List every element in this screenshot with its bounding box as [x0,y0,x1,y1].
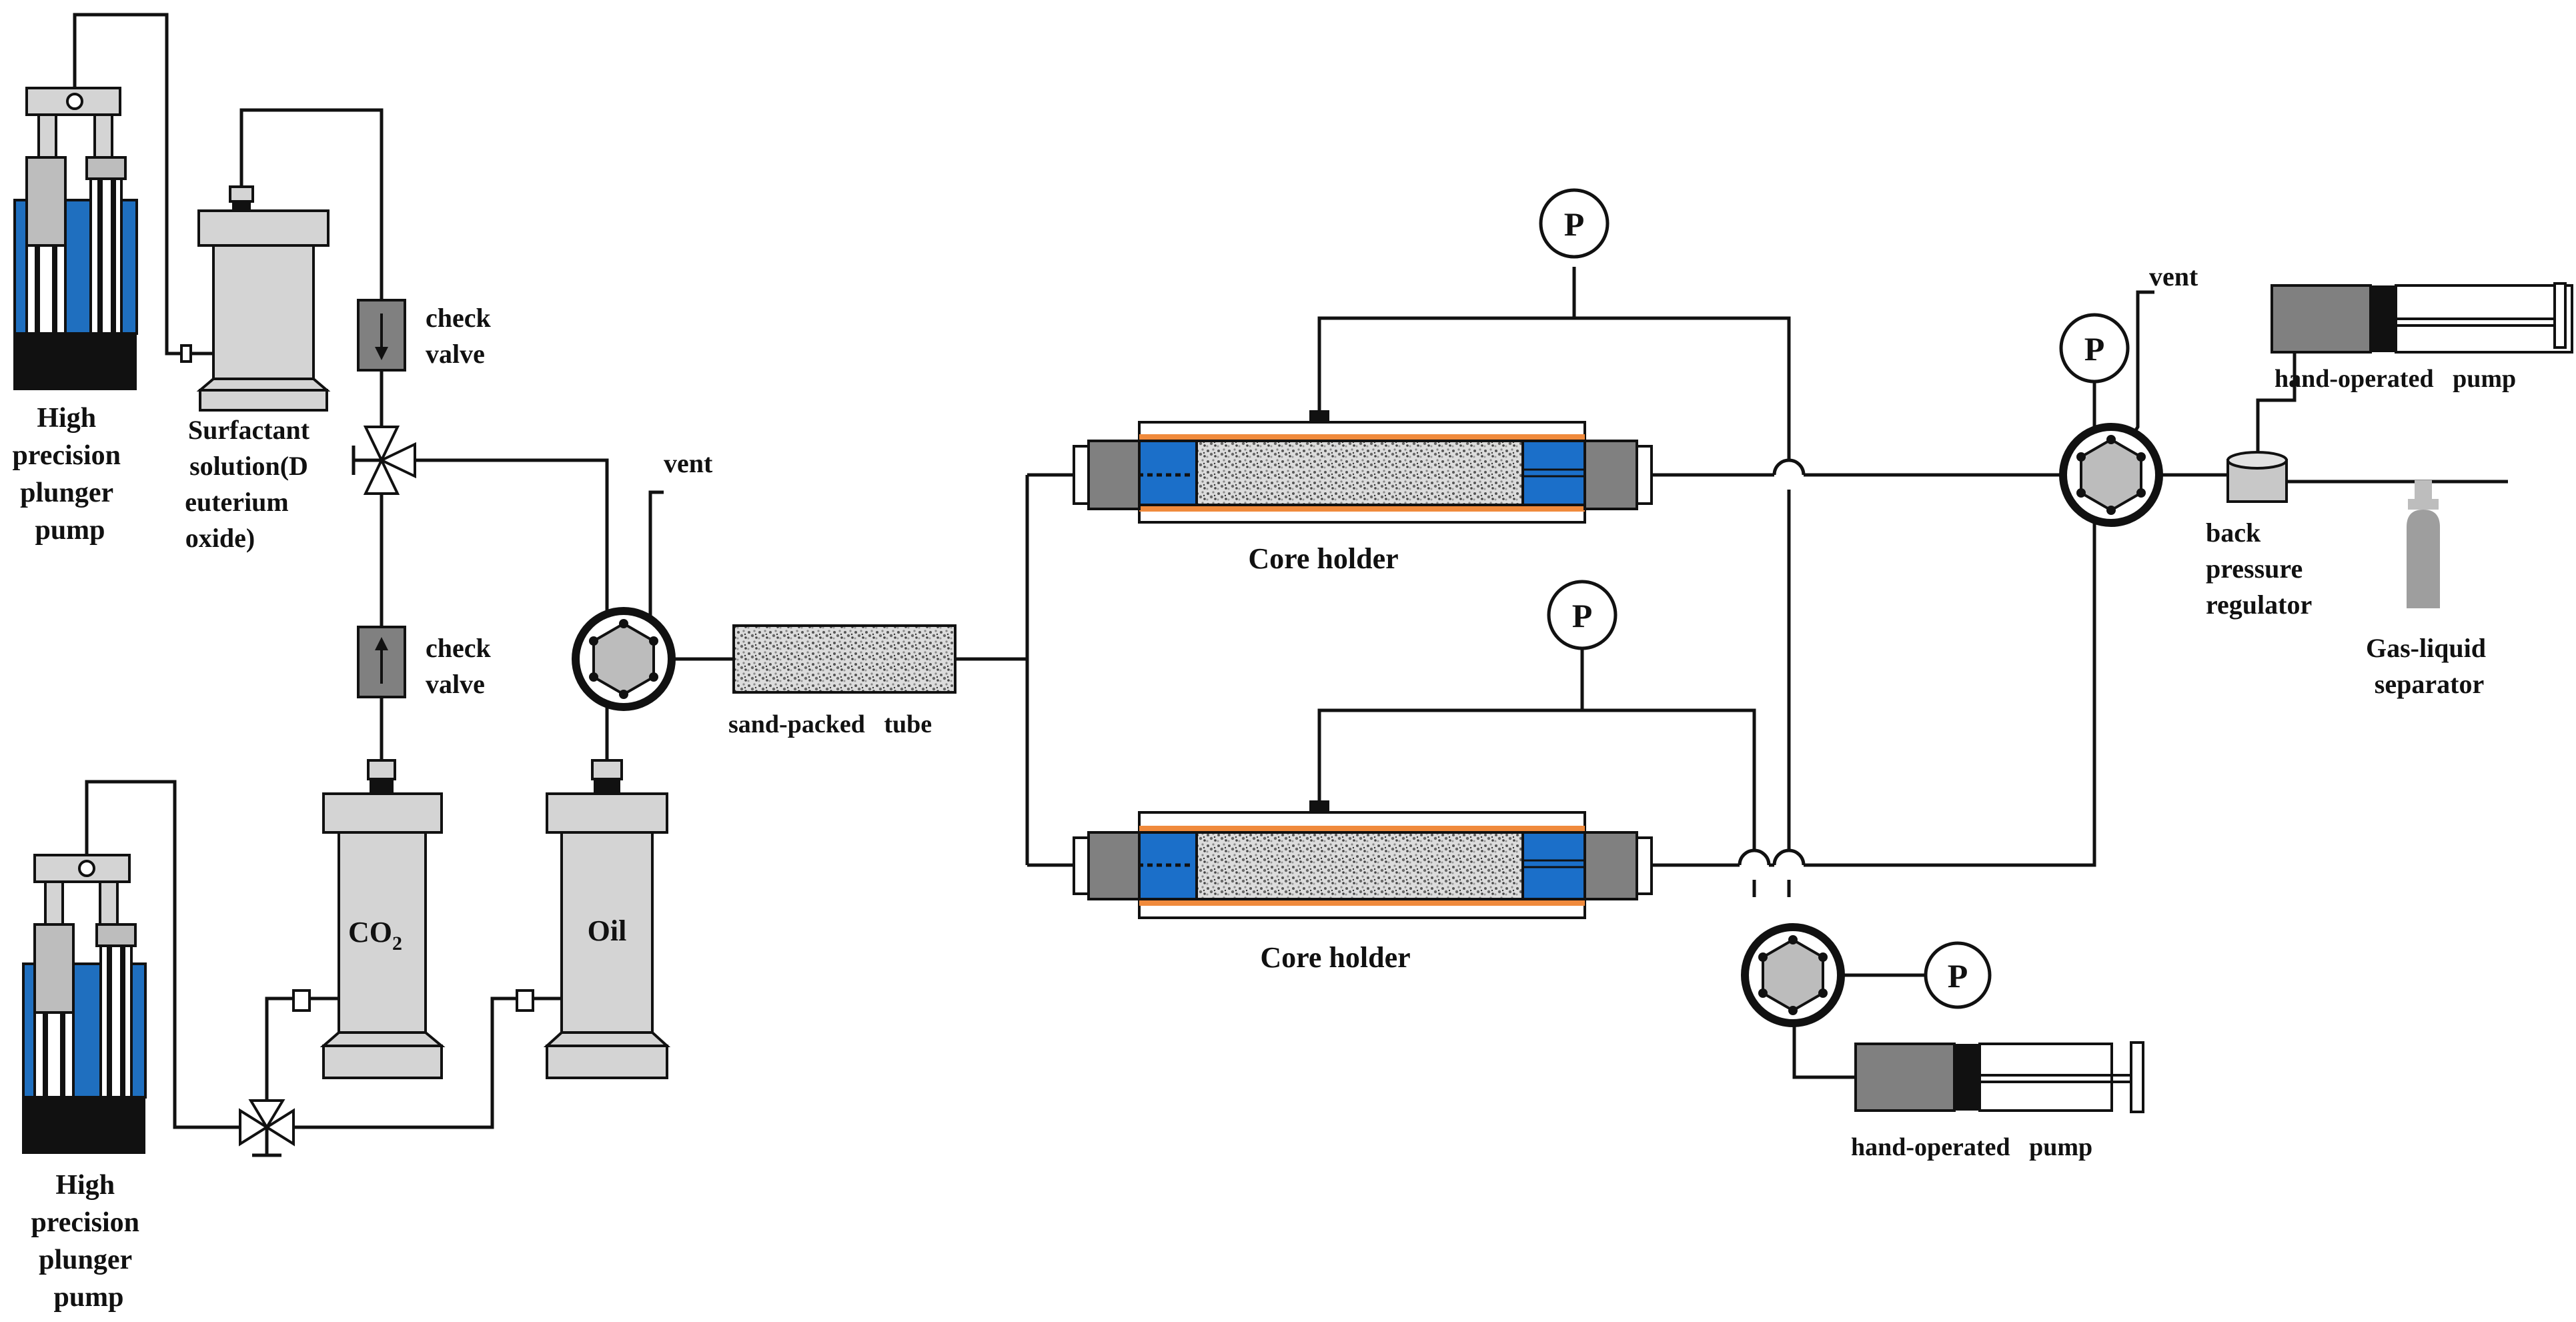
gauge-top-symbol: P [1564,205,1585,243]
svg-text:Gas-liquid separator: Gas-liquid separator [2366,633,2493,699]
surfactant-label-2: solution(D [189,451,308,481]
pressure-gauge-bottom: P [1924,941,1992,1009]
gas-liquid-separator [2407,480,2440,608]
surfactant-vessel [180,185,331,412]
gauge-right-symbol: P [2084,330,2105,368]
gauge-bottom-symbol: P [1948,957,1968,995]
three-way-valve-top [352,426,416,495]
svg-text:check valve: check valve [426,303,498,369]
svg-text:Surfactant solution(D: Surfactant solution(D euterium oxide) [185,415,316,553]
surfactant-label-1: Surfactant [188,415,310,445]
svg-text:check valve: check valve [426,633,498,699]
svg-text:High precision plunger: High precision plunger pump [12,403,127,546]
six-port-valve-right [2059,423,2163,527]
bpr-label-1: back [2206,518,2261,548]
svg-text:High precision plunger: High precision plunger pump [31,1170,146,1313]
gauge-mid-symbol: P [1572,597,1593,634]
six-port-valve-bottom [1741,923,1845,1027]
core-holder-bottom-label: Core holder [1260,941,1410,974]
piping [73,13,2508,1129]
pump-top-label-1: High [37,403,96,434]
back-pressure-regulator [2226,451,2288,503]
vent-left-label: vent [664,448,713,478]
check-valve-mid-label-1: check [426,633,492,663]
core-holder-top [1073,410,1653,524]
bpr-label-2: pressure [2206,554,2303,584]
pump-bottom-label-1: High [55,1170,115,1201]
check-valve-top-label-1: check [426,303,492,333]
surfactant-label-3: euterium [185,487,289,517]
hand-pump-top-label: hand-operated pump [2275,365,2516,393]
check-valve-top [357,299,406,372]
oil-label: Oil [588,914,627,947]
pump-bottom-label-2: precision [31,1207,139,1238]
pump-bottom-label-4: pump [53,1282,123,1313]
pressure-gauge-mid: P [1547,580,1618,650]
pump-top-label-3: plunger [20,478,113,508]
vent-right-label: vent [2149,261,2198,291]
check-valve-mid-label-2: valve [426,669,485,699]
co2-vessel [292,759,446,1079]
hand-pump-bottom-label: hand-operated pump [1851,1133,2092,1161]
check-valve-top-label-2: valve [426,339,485,369]
core-holder-top-label: Core holder [1248,542,1398,575]
svg-text:CO2: CO2 [348,916,402,954]
co2-subscript: 2 [392,932,402,954]
sand-tube-label: sand-packed tube [728,710,932,738]
separator-label-1: Gas-liquid [2366,633,2486,663]
co2-label: CO [348,916,392,948]
oil-vessel [516,759,671,1079]
pump-bottom-label-3: plunger [39,1245,131,1275]
surfactant-label-4: oxide) [185,523,255,553]
pressure-gauge-right: P [2059,313,2130,384]
core-holder-bottom [1073,800,1653,919]
svg-text:back pressure regulato: back pressure regulator [2206,518,2312,620]
high-precision-pump-bottom [22,854,147,1154]
three-way-valve-bottom [239,1099,295,1157]
check-valve-mid [357,626,406,698]
pump-top-label-4: pump [35,515,105,546]
pump-top-label-2: precision [12,440,121,471]
separator-label-2: separator [2375,669,2484,699]
hand-pump-top [2271,282,2573,354]
high-precision-pump-top [13,87,138,390]
bpr-label-3: regulator [2206,590,2312,620]
six-port-valve-left [572,607,676,711]
hand-pump-bottom [1854,1041,2144,1113]
sand-packed-tube [732,624,956,694]
pressure-gauge-top: P [1539,188,1609,259]
